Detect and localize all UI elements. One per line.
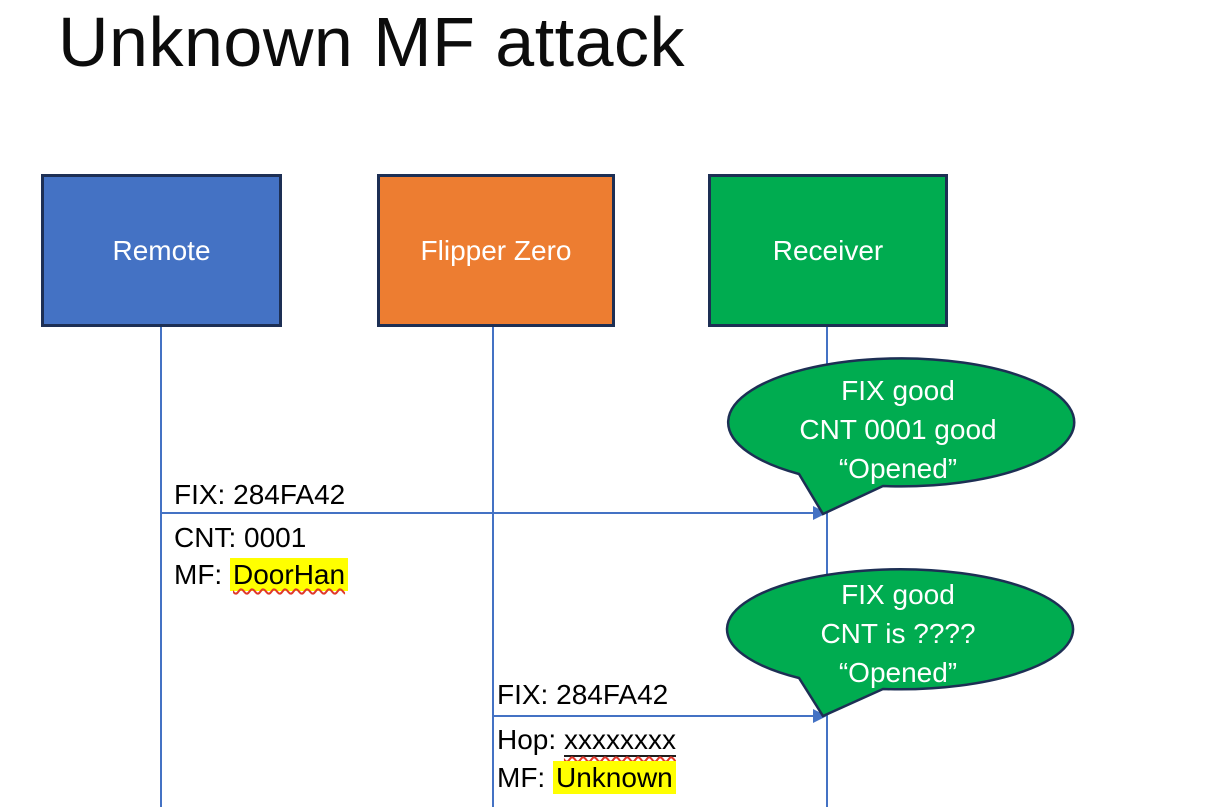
speech-bubble-2-text: FIX good CNT is ???? “Opened” (728, 575, 1068, 692)
message-arrow-flipper-to-receiver (493, 715, 814, 717)
actor-box-remote: Remote (41, 174, 282, 327)
bubble1-line1: FIX good (841, 375, 955, 406)
bubble2-line1: FIX good (841, 579, 955, 610)
message2-hop-label: Hop: xxxxxxxx (497, 724, 676, 757)
message1-cnt-label: CNT: 0001 (174, 522, 307, 553)
message1-fix-label: FIX: 284FA42 (174, 479, 346, 510)
message1-mf-prefix: MF: (174, 559, 230, 590)
message2-mf-prefix: MF: (497, 762, 553, 793)
speech-bubble-2 (725, 568, 1075, 718)
message-arrow-remote-to-receiver (161, 512, 814, 514)
lifeline-remote (160, 327, 162, 807)
bubble1-line3: “Opened” (838, 453, 958, 484)
message2-hop-value: xxxxxxxx (563, 724, 676, 757)
message2-fix-label: FIX: 284FA42 (497, 679, 669, 710)
actor-box-flipper-zero: Flipper Zero (377, 174, 615, 327)
actor-label-remote: Remote (112, 234, 211, 266)
actor-label-flipper-zero: Flipper Zero (420, 234, 572, 266)
lifeline-flipper-zero (492, 327, 494, 807)
message1-mf-label: MF: DoorHan (174, 558, 349, 591)
bubble2-line3: “Opened” (838, 657, 958, 688)
bubble1-line2: CNT 0001 good (799, 414, 997, 445)
actor-label-receiver: Receiver (772, 234, 884, 266)
actor-box-receiver: Receiver (708, 174, 948, 327)
message2-mf-value-highlighted: Unknown (553, 761, 676, 794)
message2-hop-prefix: Hop: (497, 724, 564, 755)
slide-title: Unknown MF attack (58, 3, 686, 81)
message2-mf-label: MF: Unknown (497, 761, 676, 794)
speech-bubble-1-text: FIX good CNT 0001 good “Opened” (728, 371, 1068, 488)
bubble2-line2: CNT is ???? (820, 618, 976, 649)
lifeline-receiver (826, 327, 828, 807)
speech-bubble-1 (726, 357, 1076, 516)
message1-mf-value-highlighted: DoorHan (230, 558, 349, 591)
